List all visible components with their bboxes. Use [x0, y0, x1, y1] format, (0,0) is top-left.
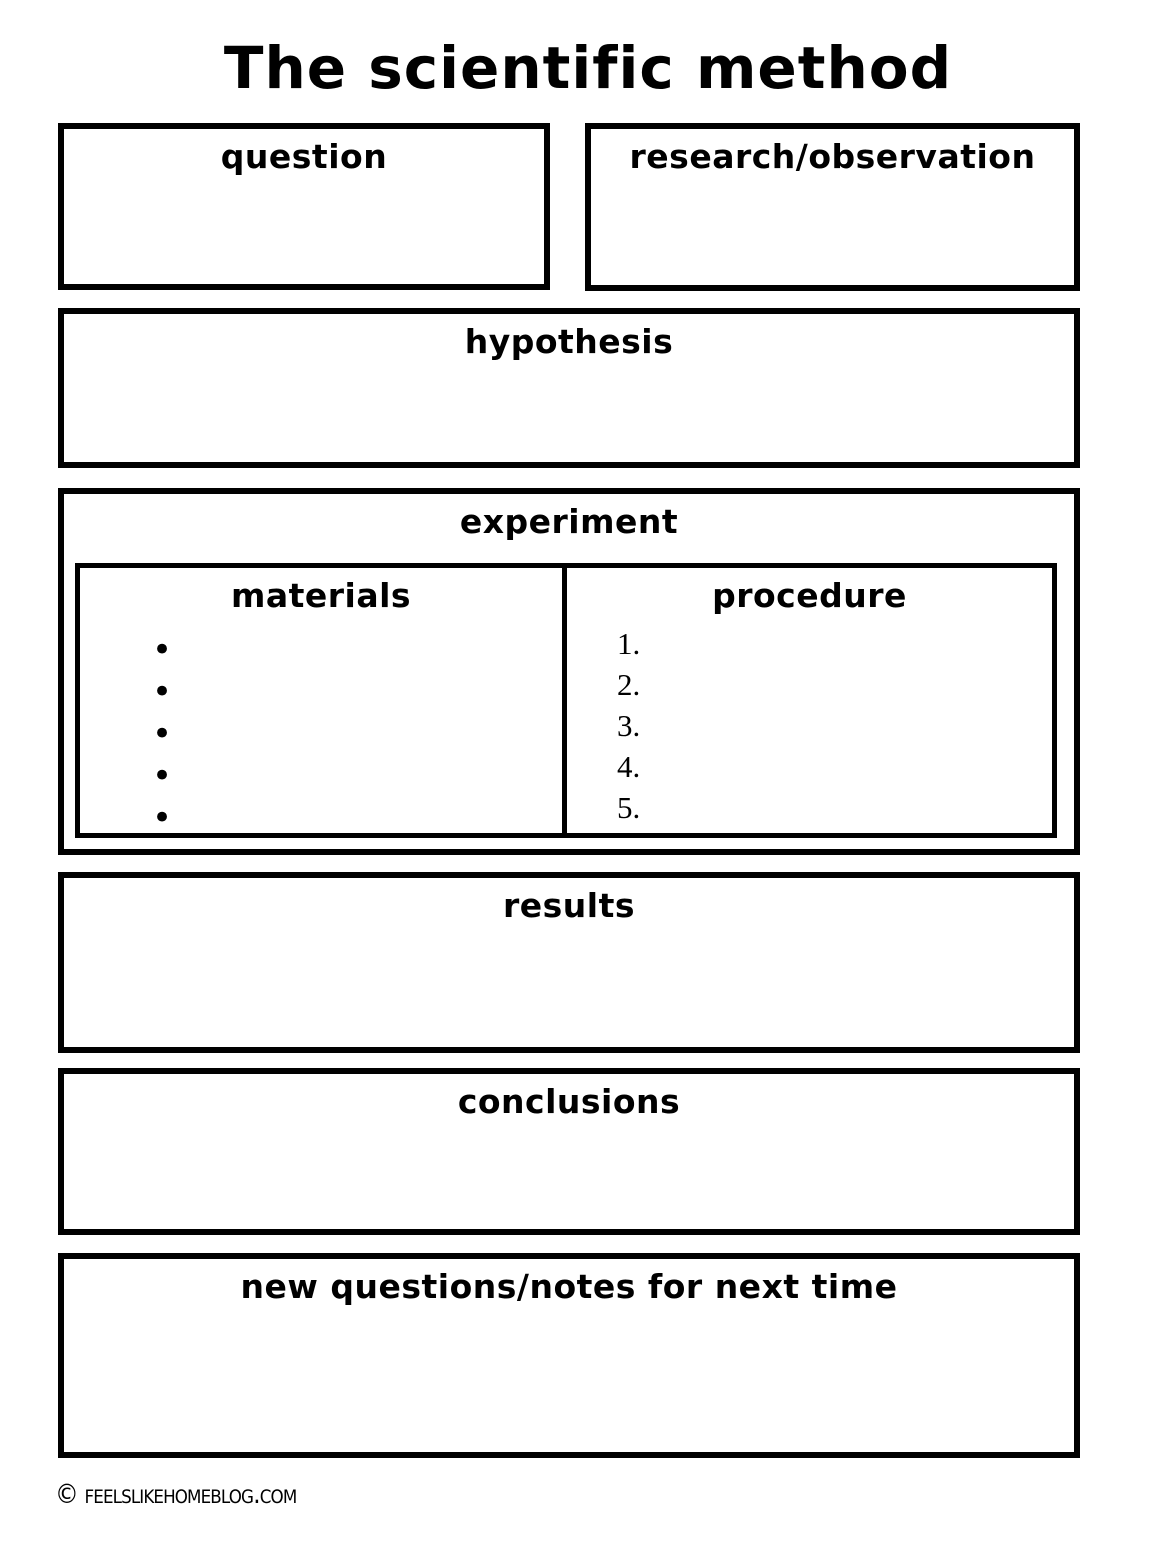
results-label: results — [502, 886, 636, 925]
materials-cell: materials • • • • • — [80, 568, 567, 838]
new-questions-label: new questions/notes for next time — [240, 1267, 898, 1306]
hypothesis-label: hypothesis — [464, 322, 674, 361]
procedure-label: procedure — [712, 576, 907, 615]
research-observation-label: research/observation — [629, 137, 1036, 176]
procedure-cell: procedure 1. 2. 3. 4. 5. — [567, 568, 1052, 833]
page-title: The scientific method — [223, 34, 953, 102]
bullet-point: • — [152, 756, 173, 796]
procedure-step-number: 3. — [617, 708, 641, 743]
copyright-credit: © feelslikehomeblog.com — [55, 1479, 297, 1510]
procedure-step-number: 1. — [617, 626, 641, 661]
conclusions-box: conclusions — [58, 1068, 1080, 1235]
procedure-step-number: 5. — [617, 790, 641, 825]
procedure-step-number: 2. — [617, 667, 641, 702]
new-questions-box: new questions/notes for next time — [58, 1253, 1080, 1458]
experiment-box: experiment materials • • • • • procedure… — [58, 488, 1080, 855]
materials-label: materials — [230, 576, 412, 615]
bullet-point: • — [152, 672, 173, 712]
research-observation-box: research/observation — [585, 123, 1080, 291]
bullet-point: • — [152, 630, 173, 670]
question-label: question — [220, 137, 388, 176]
hypothesis-box: hypothesis — [58, 308, 1080, 468]
materials-bullet-list: • • • • • — [80, 629, 562, 839]
results-box: results — [58, 872, 1080, 1053]
experiment-label: experiment — [459, 502, 679, 541]
conclusions-label: conclusions — [457, 1082, 681, 1121]
experiment-inner-box: materials • • • • • procedure 1. 2. 3. 4… — [75, 563, 1057, 838]
question-box: question — [58, 123, 550, 290]
procedure-step-number: 4. — [617, 749, 641, 784]
bullet-point: • — [152, 714, 173, 754]
bullet-point: • — [152, 798, 173, 838]
procedure-numbered-list: 1. 2. 3. 4. 5. — [567, 623, 1052, 828]
